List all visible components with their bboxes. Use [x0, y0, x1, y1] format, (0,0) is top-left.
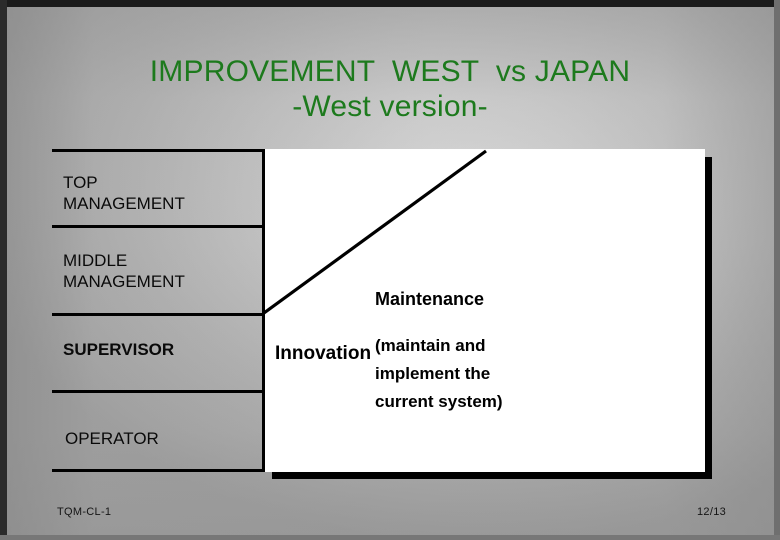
maintenance-note-text: (maintain and implement the current syst… — [375, 336, 503, 411]
hierarchy-level-operator: OPERATOR — [65, 429, 159, 448]
hierarchy-rule-3 — [52, 390, 264, 393]
column-divider-vertical — [262, 149, 265, 472]
slide-border-right — [774, 0, 780, 540]
hierarchy-rule-bottom — [52, 469, 264, 472]
slide-border-left — [0, 0, 7, 540]
hierarchy-rule-top — [52, 149, 264, 152]
page-title-line1: IMPROVEMENT WEST vs JAPAN — [149, 55, 631, 88]
innovation-label: Innovation — [275, 343, 372, 364]
hierarchy-column: TOP MANAGEMENT MIDDLE MANAGEMENT SUPERVI… — [52, 149, 265, 472]
hierarchy-rule-2 — [52, 313, 264, 316]
hierarchy-level-supervisor: SUPERVISOR — [63, 340, 175, 359]
hierarchy-rule-1 — [52, 225, 264, 228]
hierarchy-level-middle-management: MIDDLE MANAGEMENT — [63, 251, 185, 291]
hierarchy-level-top-management: TOP MANAGEMENT — [63, 173, 185, 213]
footer-page-number: 12/13 — [697, 506, 727, 518]
maintenance-label: Maintenance — [375, 289, 485, 309]
slide-border-bottom — [0, 535, 780, 540]
content-panel: Innovation Maintenance (maintain and imp… — [264, 149, 705, 472]
slide-border-top — [0, 0, 780, 7]
page-title: IMPROVEMENT WEST vs JAPAN-West version- — [40, 54, 740, 124]
page-title-line2: -West version- — [292, 90, 488, 123]
footer-doc-code: TQM-CL-1 — [57, 506, 112, 518]
innovation-maintenance-divider-line — [264, 149, 487, 315]
